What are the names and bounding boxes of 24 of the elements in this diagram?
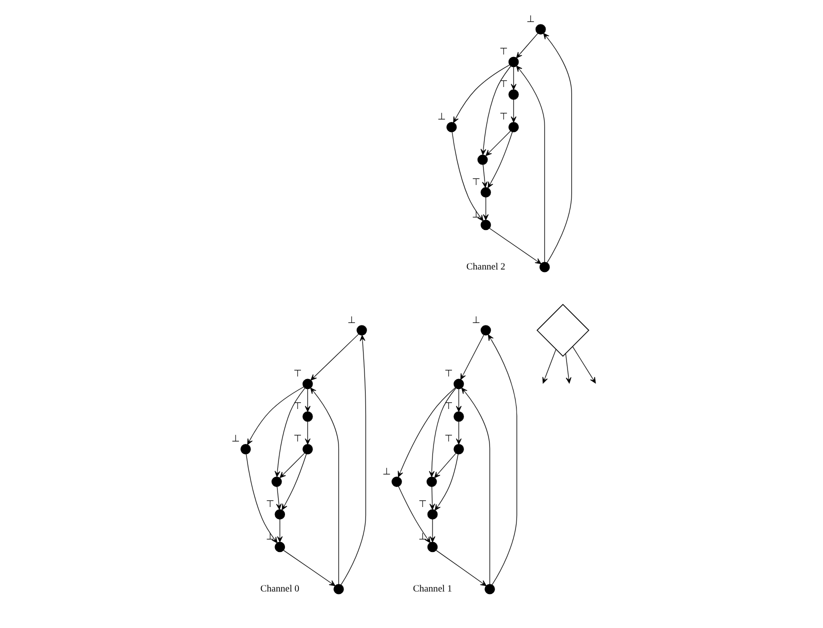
node-label: ⊥ xyxy=(526,14,536,25)
label: Channel 2 xyxy=(466,262,505,273)
node-label: ⊥ xyxy=(347,314,356,326)
node-label: ⊥ xyxy=(437,112,446,123)
node-label: ⊥ xyxy=(471,314,480,326)
node-label: ⊤ xyxy=(499,112,508,123)
node-label: ⊤ xyxy=(293,368,302,380)
node-label: ⊥ xyxy=(418,532,427,542)
node-label: ⊤ xyxy=(471,176,480,188)
node-label: ⊤ xyxy=(499,79,508,90)
label: Channel 0 xyxy=(260,584,299,595)
node-label: ⊥ xyxy=(382,466,392,478)
label: Channel 1 xyxy=(412,584,452,595)
node-label: ⊤ xyxy=(265,498,274,510)
node-label: ⊥ xyxy=(265,532,274,542)
node-label: ⊤ xyxy=(444,434,454,445)
node-label: ⊥ xyxy=(471,209,480,220)
node-label: ⊤ xyxy=(444,368,454,380)
node-label: ⊥ xyxy=(231,434,240,445)
node-label: ⊤ xyxy=(499,46,508,58)
node-label: ⊤ xyxy=(444,401,454,412)
node-label: ⊤ xyxy=(293,401,302,412)
node-label: ⊤ xyxy=(418,498,427,510)
node-label: ⊤ xyxy=(293,434,302,445)
